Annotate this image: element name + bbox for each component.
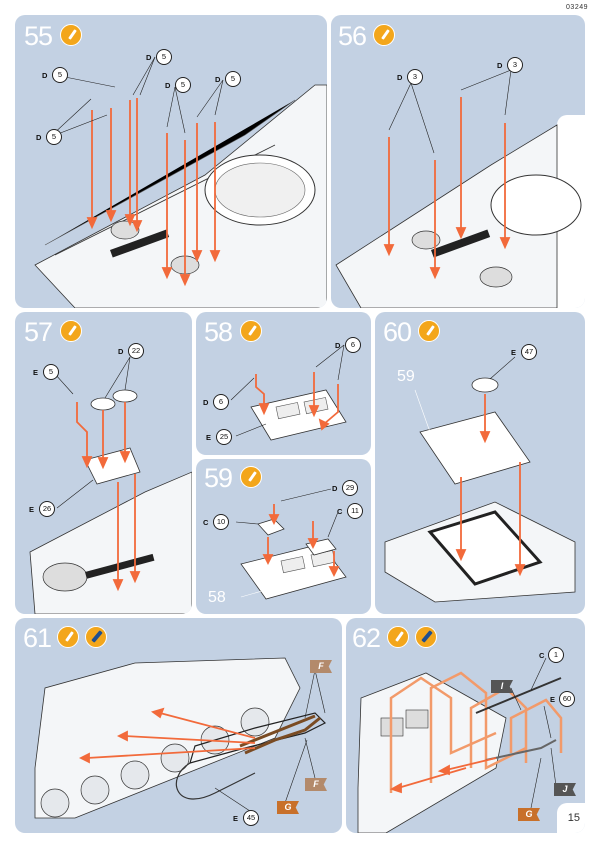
part-letter: E: [29, 505, 35, 514]
part-callout: 3: [507, 57, 523, 73]
part-callout: 5: [43, 364, 59, 380]
part-callout: 6: [345, 337, 361, 353]
glue-icon: [60, 24, 82, 46]
part-letter: E: [33, 368, 39, 377]
step-number: 55: [24, 21, 53, 51]
part-letter: E: [550, 695, 556, 704]
part-letter: D: [335, 341, 341, 350]
part-letter: C: [203, 518, 209, 527]
paint-color-flag: I: [491, 680, 513, 693]
part-callout: 25: [216, 429, 232, 445]
glue-icon: [57, 626, 79, 648]
part-callout: 60: [559, 691, 575, 707]
document-code: 03249: [566, 4, 588, 11]
glue-icon: [373, 24, 395, 46]
part-callout: 1: [548, 647, 564, 663]
part-callout: 45: [243, 810, 259, 826]
part-callout: 6: [213, 394, 229, 410]
ghost-step-label: 58: [208, 589, 226, 606]
part-letter: D: [215, 75, 221, 84]
part-callout: 5: [46, 129, 62, 145]
step-number: 61: [23, 623, 52, 653]
part-callout: 5: [52, 67, 68, 83]
part-letter: C: [539, 651, 545, 660]
paint-color-flag: G: [277, 801, 299, 814]
part-letter: D: [146, 53, 152, 62]
glue-icon: [240, 320, 262, 342]
part-callout: 47: [521, 344, 537, 360]
part-letter: D: [203, 398, 209, 407]
step-59-panel: 59 D 29 C 10 C 11 58: [196, 459, 371, 614]
ghost-step-label: 59: [397, 368, 415, 385]
step-55-illustration: [34, 56, 327, 308]
step-61-panel: 61 F F G E 45: [15, 618, 342, 833]
paint-color-flag: F: [310, 660, 332, 673]
part-callout: 5: [175, 77, 191, 93]
step-56-panel: 56 D 3 D 3: [331, 15, 585, 308]
part-letter: D: [165, 81, 171, 90]
part-callout: 26: [39, 501, 55, 517]
paint-brush-icon: [415, 626, 437, 648]
part-callout: 5: [156, 49, 172, 65]
glue-icon: [240, 466, 262, 488]
part-letter: E: [511, 348, 517, 357]
step-60-illustration: [384, 356, 576, 603]
part-callout: 22: [128, 343, 144, 359]
step-61-illustration: [34, 657, 327, 819]
step-56-illustration: [335, 69, 582, 308]
part-letter: D: [397, 73, 403, 82]
step-number: 57: [24, 317, 53, 347]
part-letter: D: [36, 133, 42, 142]
step-55-panel: 55 D 5 D 5 D 5 D 5 D 5: [15, 15, 327, 308]
step-62-illustration: [357, 657, 563, 833]
glue-icon: [60, 320, 82, 342]
part-letter: D: [332, 484, 338, 493]
paint-color-flag: G: [518, 808, 540, 821]
step-58-panel: 58 D 6 D 6 E 25: [196, 312, 371, 455]
step-number: 58: [204, 317, 233, 347]
paint-brush-icon: [85, 626, 107, 648]
part-letter: D: [42, 71, 48, 80]
part-callout: 10: [213, 514, 229, 530]
glue-icon: [418, 320, 440, 342]
step-number: 59: [204, 463, 233, 493]
paint-color-flag: F: [305, 778, 327, 791]
page-corner: [557, 803, 585, 833]
part-callout: 5: [225, 71, 241, 87]
step-number: 56: [338, 21, 367, 51]
step-58-illustration: [230, 344, 347, 441]
part-letter: C: [337, 507, 343, 516]
part-letter: D: [118, 347, 124, 356]
step-60-panel: 60 E 47 59: [375, 312, 585, 614]
step-57-illustration: [29, 356, 192, 614]
part-callout: 3: [407, 69, 423, 85]
part-letter: E: [206, 433, 212, 442]
part-callout: 29: [342, 480, 358, 496]
step-59-illustration: [235, 488, 347, 600]
page-number: 15: [567, 812, 580, 824]
step-number: 60: [383, 317, 412, 347]
step-62-panel: 62 I J G C 1 E 60: [346, 618, 585, 833]
part-letter: D: [497, 61, 503, 70]
glue-icon: [387, 626, 409, 648]
part-letter: E: [233, 814, 239, 823]
step-57-panel: 57 D 22 E 5 E 26: [15, 312, 192, 614]
step-number: 62: [352, 623, 381, 653]
part-callout: 11: [347, 503, 363, 519]
paint-color-flag: J: [554, 783, 576, 796]
